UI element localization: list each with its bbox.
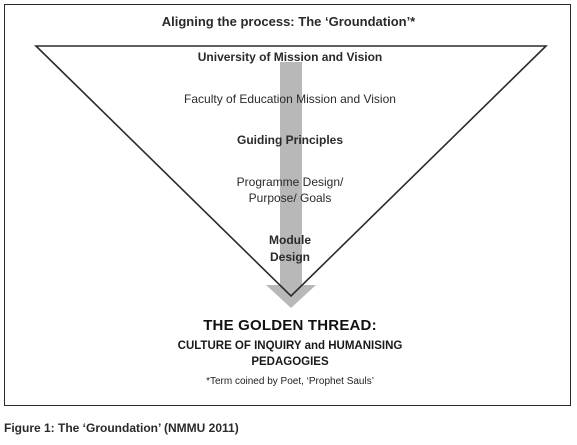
- golden-thread-heading: THE GOLDEN THREAD:: [203, 317, 377, 334]
- level-guiding-principles: Guiding Principles: [236, 133, 343, 147]
- level-faculty-mission: Faculty of Education Mission and Vision: [184, 92, 396, 106]
- figure-frame: [4, 4, 571, 406]
- footnote: *Term coined by Poet, ‘Prophet Sauls’: [206, 376, 374, 387]
- level-purpose-goals: Purpose/ Goals: [248, 191, 332, 205]
- inverted-triangle: [34, 45, 548, 298]
- culture-statement: CULTURE OF INQUIRY and HUMANISING PEDAGO…: [100, 339, 480, 370]
- diagram-title: Aligning the process: The ‘Groundation’*: [161, 14, 416, 29]
- level-university-mission: University of Mission and Vision: [197, 50, 383, 64]
- level-programme-design: Programme Design/: [236, 175, 344, 189]
- figure-caption: Figure 1: The ‘Groundation’ (NMMU 2011): [4, 421, 239, 435]
- golden-thread-arrow: [266, 62, 316, 308]
- level-module: Module: [269, 233, 311, 247]
- culture-line-2: PEDAGOGIES: [251, 355, 329, 368]
- culture-line-1: CULTURE OF INQUIRY and HUMANISING: [177, 340, 403, 352]
- level-design: Design: [269, 250, 310, 264]
